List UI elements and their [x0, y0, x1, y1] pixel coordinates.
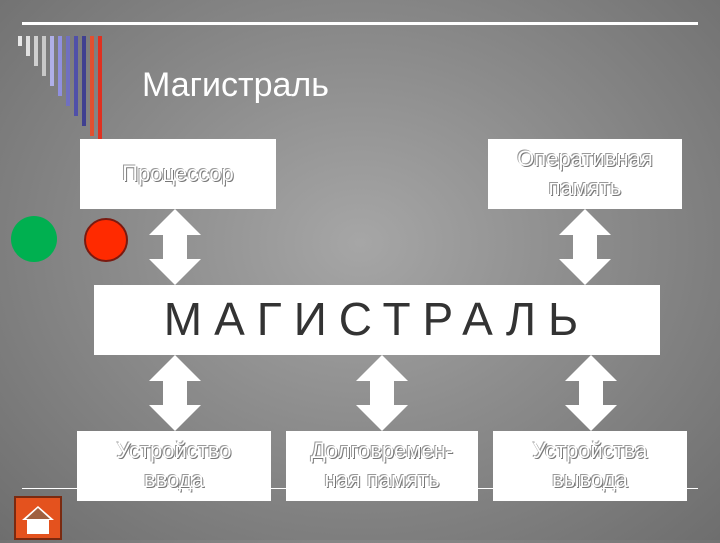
stripe	[90, 36, 94, 136]
bottom-rule	[22, 488, 698, 489]
stripe	[42, 36, 46, 76]
stripe	[26, 36, 30, 56]
input-device-label: Устройство ввода	[116, 438, 232, 492]
stripe	[58, 36, 62, 96]
processor-label: Процессор	[122, 160, 234, 186]
stripe	[18, 36, 22, 46]
ram-label: Оперативная память	[517, 146, 653, 200]
bus-input-arrow	[149, 355, 201, 431]
processor-box: Процессор	[80, 139, 276, 209]
home-icon	[22, 506, 54, 534]
storage-box: Долговремен- ная память	[286, 431, 478, 501]
stripe	[50, 36, 54, 86]
top-rule	[22, 22, 698, 25]
green-dot	[11, 216, 57, 262]
stripe	[66, 36, 70, 106]
stripe	[98, 36, 102, 146]
bus-storage-arrow	[356, 355, 408, 431]
bus-output-arrow	[565, 355, 617, 431]
home-button[interactable]	[14, 496, 62, 540]
stripe	[34, 36, 38, 66]
stripe	[74, 36, 78, 116]
output-device-label: Устройства вывода	[532, 438, 648, 492]
stripe	[82, 36, 86, 126]
processor-bus-arrow	[149, 209, 201, 285]
storage-label: Долговремен- ная память	[310, 438, 454, 492]
ram-box: Оперативная память	[488, 139, 682, 209]
ram-bus-arrow	[559, 209, 611, 285]
input-device-box: Устройство ввода	[77, 431, 271, 501]
slide-title: Магистраль	[142, 66, 329, 104]
output-device-box: Устройства вывода	[493, 431, 687, 501]
bus-label: МАГИСТРАЛЬ	[163, 293, 591, 346]
bus-box: МАГИСТРАЛЬ	[94, 285, 660, 355]
red-dot	[84, 218, 128, 262]
